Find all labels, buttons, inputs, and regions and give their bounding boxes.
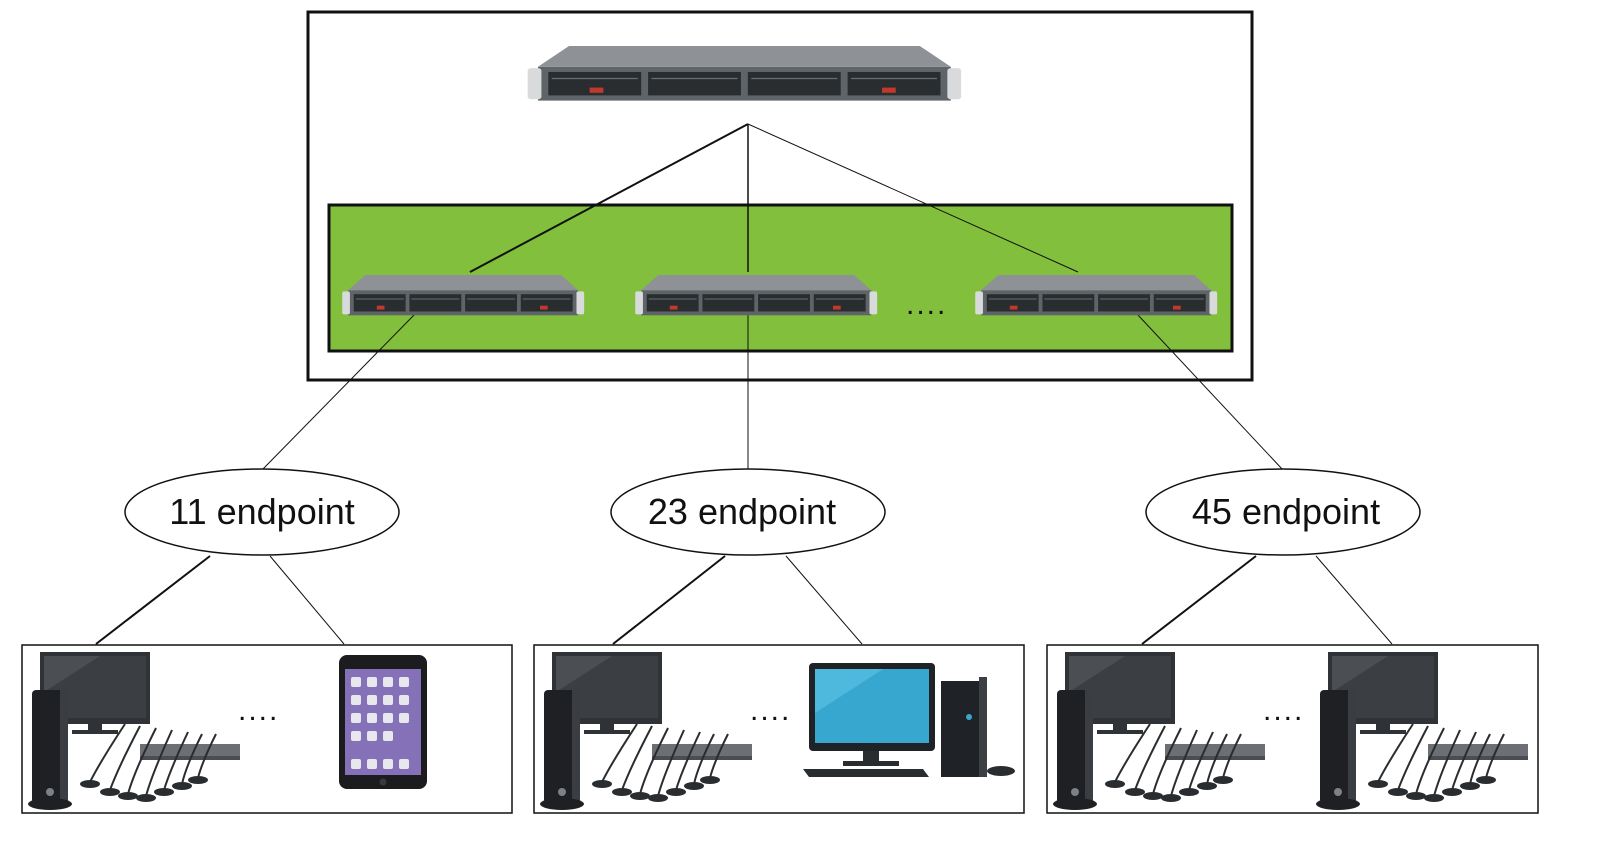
cluster-server-icon (634, 274, 878, 316)
cluster-to-endpoint-links (261, 313, 1284, 471)
tablet-icon (339, 655, 427, 789)
device-box-3: .... (1046, 644, 1539, 814)
device-box-2: .... (533, 644, 1025, 814)
endpoint-count-label: 45 endpoint (1192, 491, 1380, 532)
master-server-icon (526, 45, 962, 102)
server-enclosure-frame (306, 10, 1254, 382)
endpoint-group-2: 23 endpoint (610, 468, 886, 556)
endpoint-group-1: 11 endpoint (124, 468, 400, 556)
master-to-cluster-links (469, 123, 1079, 273)
endpoint-count-label: 11 endpoint (169, 491, 355, 532)
device-ellipsis: .... (750, 694, 791, 727)
endpoint-to-device-links (95, 555, 1393, 645)
cluster-server-icon (341, 274, 585, 316)
device-box-1: .... (21, 644, 513, 814)
device-ellipsis: .... (238, 694, 279, 727)
device-ellipsis: .... (1263, 694, 1304, 727)
endpoint-count-label: 23 endpoint (648, 491, 836, 532)
cluster-ellipsis: .... (906, 288, 947, 321)
cluster-server-icon (974, 274, 1218, 316)
endpoint-group-3: 45 endpoint (1145, 468, 1421, 556)
